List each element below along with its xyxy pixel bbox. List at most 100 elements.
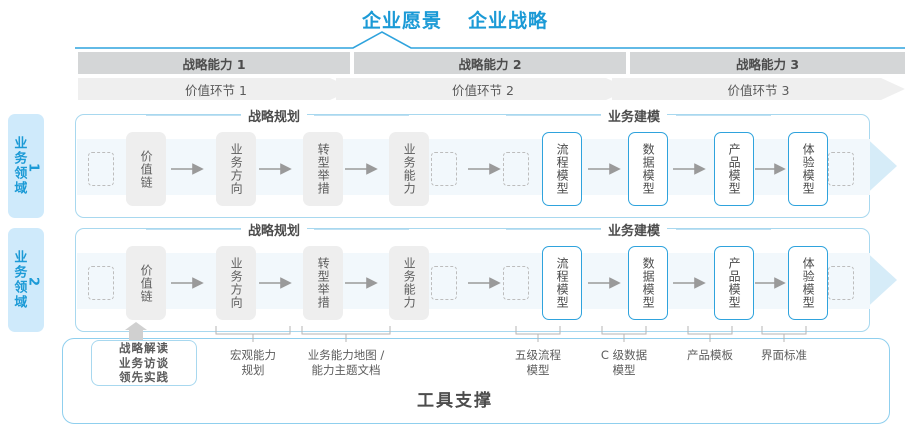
row-1-node-value-chain[interactable]: 价值链: [126, 132, 166, 206]
tool-label-ui-standard-line-1: 界面标准: [761, 348, 807, 362]
row-1-rule-right-b: [676, 115, 771, 116]
row-1-node-business-capability-label: 业务能力: [402, 143, 417, 195]
row-1-group-modeling: 业务建模: [601, 106, 668, 125]
row-1-arrow-2: [259, 163, 292, 175]
tool-bracket-connectors: [215, 326, 807, 342]
row-2-node-process-model[interactable]: 流程模型: [542, 246, 582, 320]
row-2-node-transformation-label: 转型举措: [316, 257, 331, 309]
row-2-ghost-mid-b: [503, 266, 529, 300]
row-2-node-business-capability-label: 业务能力: [402, 257, 417, 309]
row-1-arrow-3: [345, 163, 378, 175]
domain-tab-2[interactable]: 业务领域 2: [8, 228, 44, 332]
row-1-node-data-model-label: 数据模型: [641, 143, 656, 195]
capability-band: 战略能力 1 战略能力 2 战略能力 3: [78, 52, 905, 74]
row-1-node-business-direction[interactable]: 业务方向: [216, 132, 256, 206]
row-1-arrow-7: [755, 163, 786, 175]
domain-tab-2-label: 业务领域: [11, 250, 27, 310]
row-1-group-strategy: 战略规划: [241, 106, 308, 125]
row-2-ghost-start: [88, 266, 114, 300]
row-1-ghost-mid-a: [431, 152, 457, 186]
tool-label-capability-map-line-1: 业务能力地图 /: [307, 348, 385, 362]
tool-label-data-model: C 级数据 模型: [580, 348, 668, 378]
row-2-node-experience-model[interactable]: 体验模型: [788, 246, 828, 320]
row-2-node-data-model[interactable]: 数据模型: [628, 246, 668, 320]
row-2-arrow-2: [259, 277, 292, 289]
domain-tab-1[interactable]: 业务领域 1: [8, 114, 44, 218]
tool-label-macro-capability-line-2: 规划: [241, 362, 265, 377]
row-2-arrow-1: [171, 277, 204, 289]
value-label-2: 价值环节 2: [452, 82, 514, 98]
row-2-ghost-mid-a: [431, 266, 457, 300]
row-2-node-business-direction-label: 业务方向: [229, 257, 244, 309]
row-1-node-experience-model[interactable]: 体验模型: [788, 132, 828, 206]
value-label-3: 价值环节 3: [727, 82, 790, 98]
row-2-arrow-3: [345, 277, 378, 289]
row-2-node-process-model-label: 流程模型: [555, 257, 570, 309]
tool-chip-strategy[interactable]: 战略解读 业务访谈 领先实践: [91, 340, 197, 386]
row-2-group-modeling: 业务建模: [601, 220, 668, 239]
tool-label-macro-capability-line-1: 宏观能力: [230, 348, 276, 362]
row-1-arrow-5: [588, 163, 621, 175]
tool-support-title: 工具支撑: [417, 391, 493, 411]
row-2-arrow-6: [673, 277, 706, 289]
row-1-node-experience-model-label: 体验模型: [801, 143, 816, 195]
tool-chip-line-3: 领先实践: [119, 370, 169, 385]
row-1-rule-left-a: [146, 115, 241, 116]
value-chevron-band: 价值环节 1 价值环节 2 价值环节 3: [78, 78, 905, 100]
row-2-node-value-chain-label: 价值链: [139, 263, 154, 303]
domain-row-2: 战略规划 业务建模 价值链 业务方向 转型举措 业务能力 流程模型 数据模型 产…: [75, 220, 870, 332]
row-2-arrow-4: [468, 277, 501, 289]
row-2-arrow-7: [755, 277, 786, 289]
row-1-node-transformation-label: 转型举措: [316, 143, 331, 195]
row-2-node-experience-model-label: 体验模型: [801, 257, 816, 309]
row-1-node-product-model-label: 产品模型: [727, 143, 742, 195]
row-1-ghost-start: [88, 152, 114, 186]
capability-cell-3: 战略能力 3: [630, 52, 905, 74]
row-2-ghost-end: [828, 266, 854, 300]
row-1-arrow-4: [468, 163, 501, 175]
row-2-arrow-5: [588, 277, 621, 289]
row-2-rule-right-a: [506, 229, 601, 230]
domain-row-1: 战略规划 业务建模 价值链 业务方向 转型举措 业务能力 流程模型 数据模型 产…: [75, 106, 870, 218]
tool-support-card: [62, 338, 890, 424]
tool-label-data-model-line-2: 模型: [612, 362, 636, 377]
row-2-rule-left-a: [146, 229, 241, 230]
row-1-node-process-model-label: 流程模型: [555, 143, 570, 195]
row-1-ghost-end: [828, 152, 854, 186]
row-2-node-transformation[interactable]: 转型举措: [303, 246, 343, 320]
row-1-node-value-chain-label: 价值链: [139, 149, 154, 189]
title-strategy: 企业战略: [468, 9, 549, 32]
row-1-arrow-6: [673, 163, 706, 175]
row-2-node-business-direction[interactable]: 业务方向: [216, 246, 256, 320]
row-1-node-data-model[interactable]: 数据模型: [628, 132, 668, 206]
row-1-rule-left-b: [314, 115, 409, 116]
tool-label-data-model-line-1: C 级数据: [600, 348, 648, 362]
tool-label-ui-standard: 界面标准: [740, 348, 828, 363]
row-2-node-business-capability[interactable]: 业务能力: [389, 246, 429, 320]
capability-cell-1: 战略能力 1: [78, 52, 350, 74]
domain-tab-2-index: 2: [25, 276, 41, 287]
row-2-node-value-chain[interactable]: 价值链: [126, 246, 166, 320]
diagram-title: 企业愿景 企业战略: [0, 6, 910, 32]
tool-label-product-template: 产品模板: [666, 348, 754, 363]
value-label-1: 价值环节 1: [185, 82, 247, 98]
row-1-node-product-model[interactable]: 产品模型: [714, 132, 754, 206]
row-1-node-transformation[interactable]: 转型举措: [303, 132, 343, 206]
row-1-arrow-1: [171, 163, 204, 175]
row-2-rule-right-b: [676, 229, 771, 230]
tool-label-capability-map-line-2: 能力主题文档: [311, 362, 381, 377]
tool-label-process-model-line-1: 五级流程: [515, 348, 561, 362]
row-1-node-business-capability[interactable]: 业务能力: [389, 132, 429, 206]
row-1-node-process-model[interactable]: 流程模型: [542, 132, 582, 206]
domain-tab-1-label: 业务领域: [11, 136, 27, 196]
row-1-node-business-direction-label: 业务方向: [229, 143, 244, 195]
vision-peak-line: [75, 31, 905, 49]
value-chevron-shapes: [78, 78, 905, 100]
row-2-node-product-model[interactable]: 产品模型: [714, 246, 754, 320]
tool-label-process-model: 五级流程 模型: [494, 348, 582, 378]
capability-cell-2: 战略能力 2: [354, 52, 626, 74]
row-2-node-product-model-label: 产品模型: [727, 257, 742, 309]
tool-label-capability-map: 业务能力地图 / 能力主题文档: [290, 348, 402, 378]
title-vision: 企业愿景: [361, 9, 442, 32]
